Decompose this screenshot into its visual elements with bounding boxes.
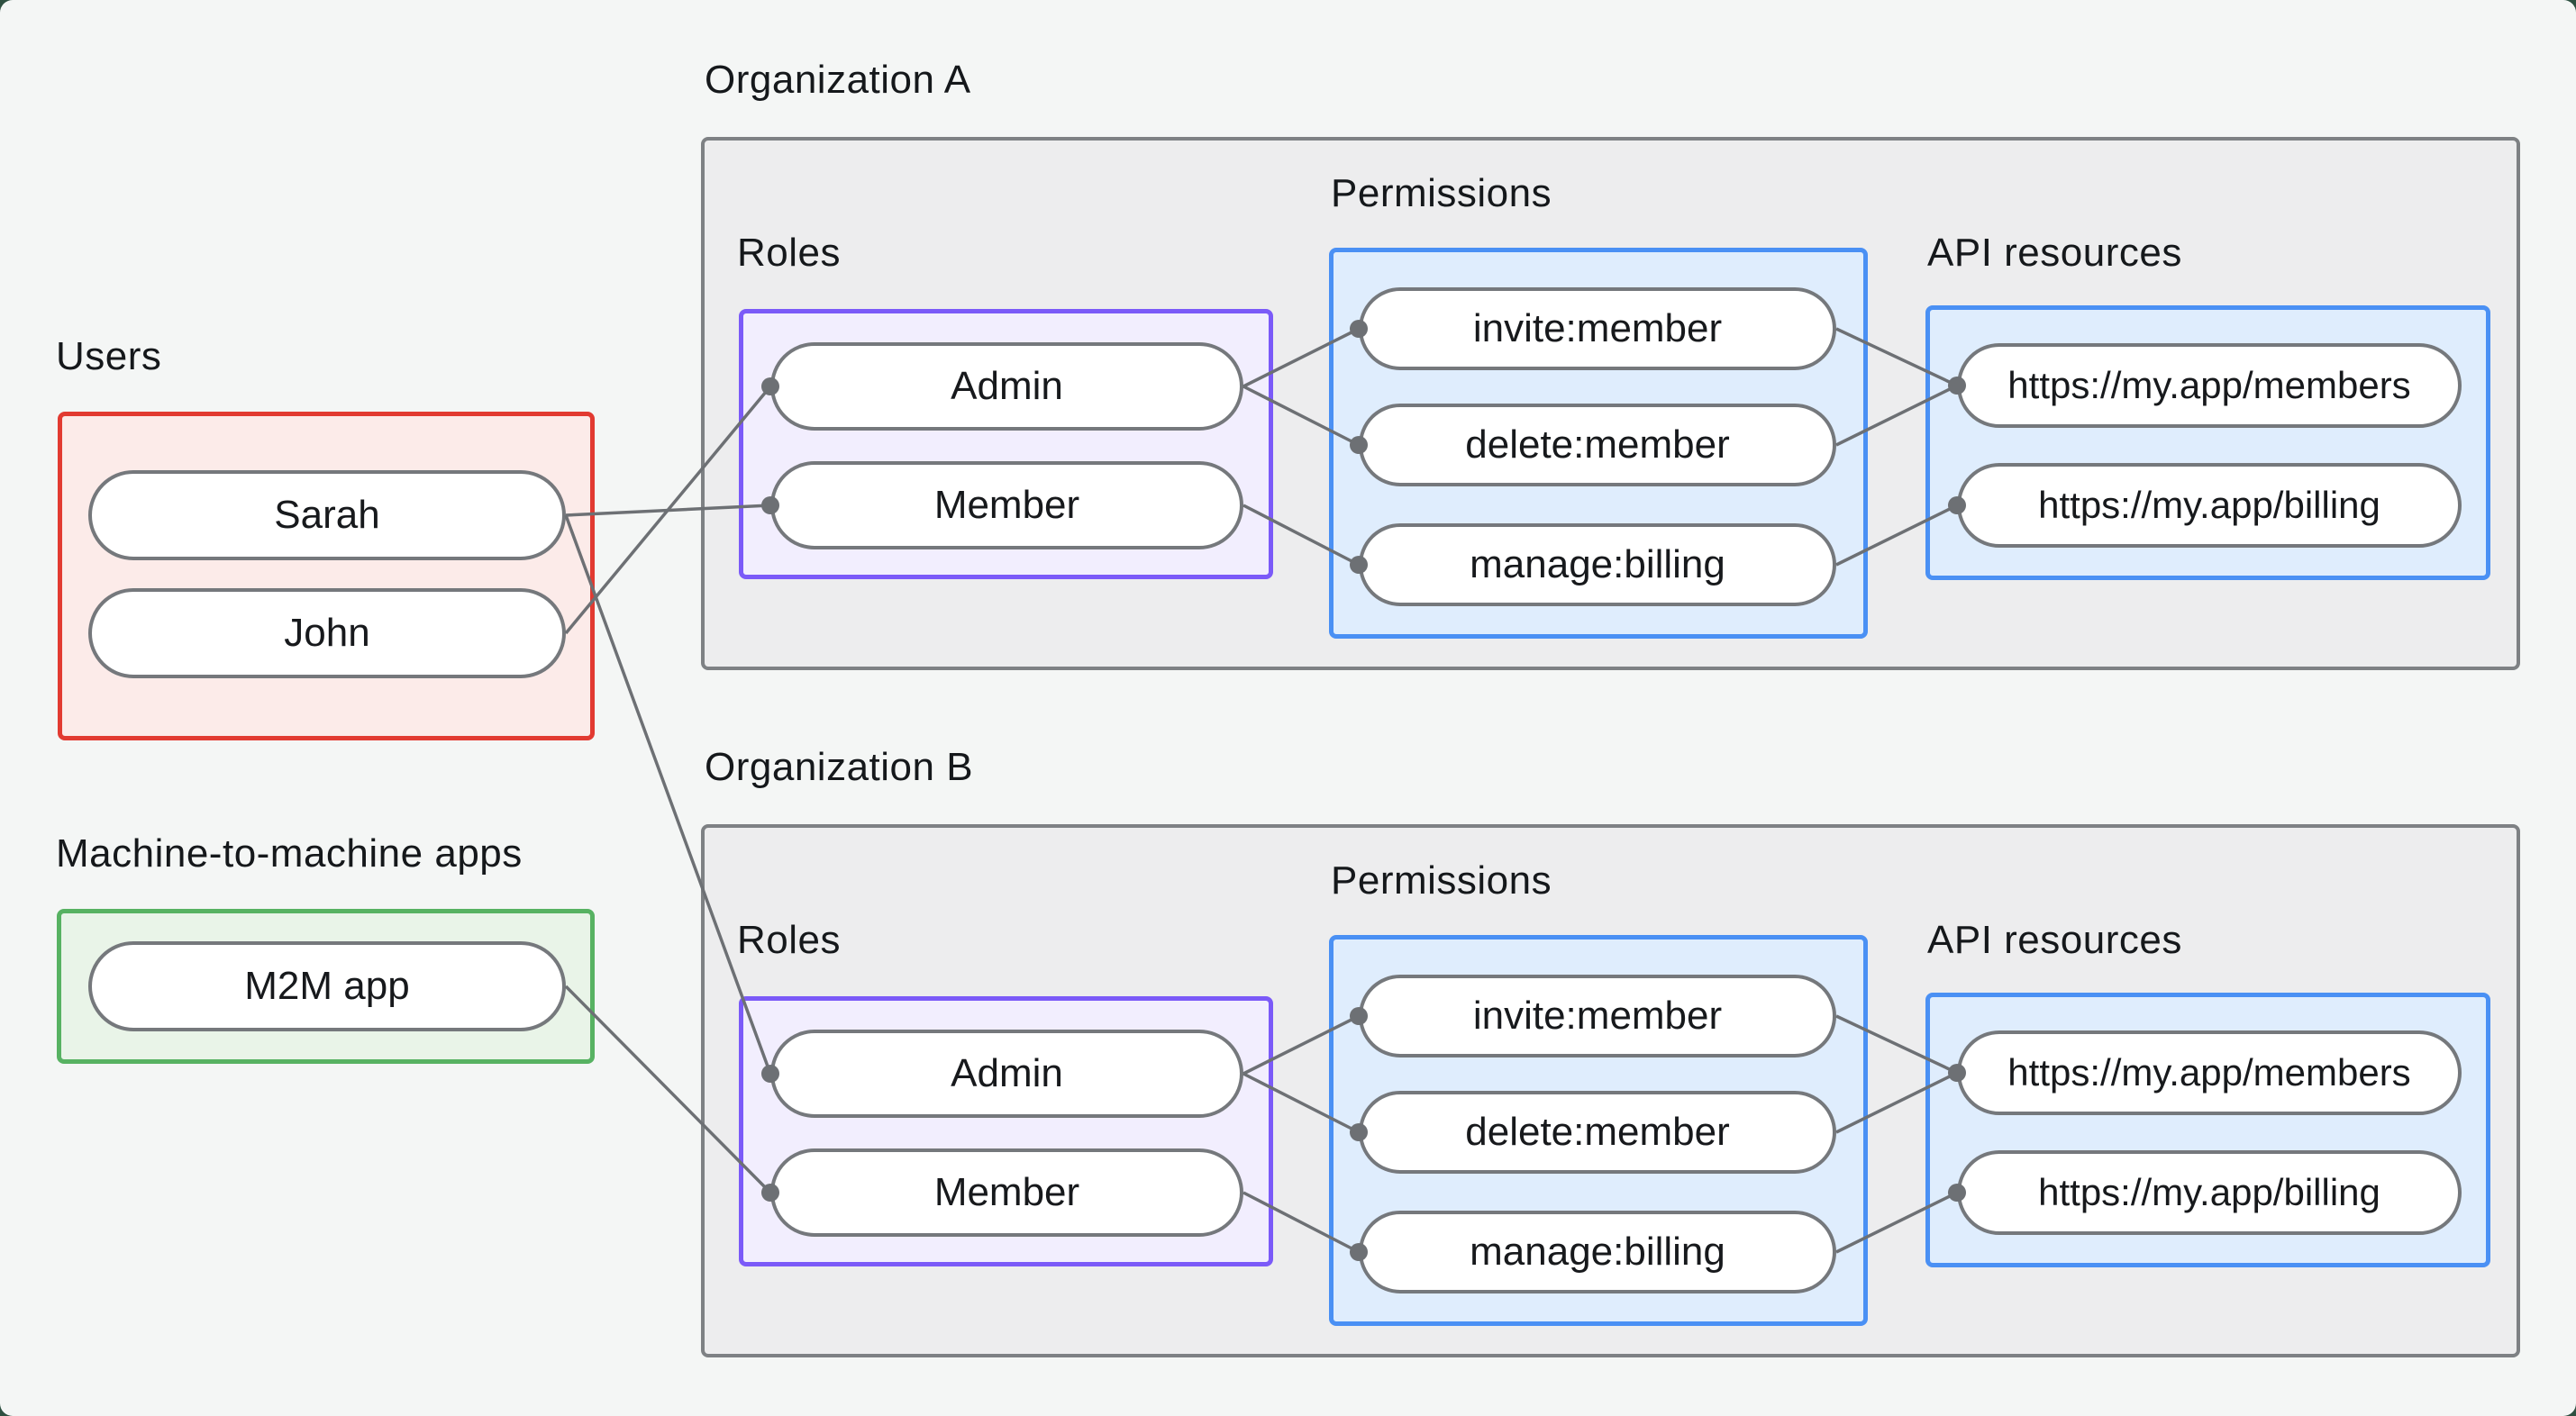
org-a-label: Organization A [705,58,971,102]
node-org-b-role-admin-label: Admin [951,1051,1063,1095]
users-group-label: Users [56,334,162,378]
org-b-permissions-label: Permissions [1331,858,1552,903]
node-org-a-api-members-label: https://my.app/members [2007,364,2411,406]
node-org-a-permission-delete-member-label: delete:member [1465,422,1730,467]
node-org-b-permission-manage-billing-label: manage:billing [1470,1230,1725,1274]
node-org-b-api-billing-label: https://my.app/billing [2038,1171,2380,1213]
node-org-a-role-member-label: Member [933,483,1080,527]
org-b-label: Organization B [705,745,974,789]
node-org-b-permission-delete-member: delete:member [1359,1091,1836,1174]
node-m2m-app-label: M2M app [244,964,410,1008]
node-org-b-api-members: https://my.app/members [1957,1030,2462,1115]
node-org-a-permission-invite-member-label: invite:member [1472,306,1723,350]
node-org-a-api-members: https://my.app/members [1957,343,2462,428]
node-org-a-role-admin: Admin [770,342,1243,431]
node-org-a-permission-invite-member: invite:member [1359,287,1836,370]
node-org-a-permission-manage-billing-label: manage:billing [1470,542,1725,586]
node-org-a-role-admin-label: Admin [951,364,1063,408]
node-org-a-api-billing-label: https://my.app/billing [2038,484,2380,526]
node-org-b-api-members-label: https://my.app/members [2007,1051,2411,1094]
node-org-b-permission-manage-billing: manage:billing [1359,1211,1836,1293]
node-user-john: John [88,588,566,678]
users-group-box [58,412,595,740]
org-a-roles-label: Roles [737,231,841,275]
node-user-sarah-label: Sarah [274,493,380,537]
node-org-b-role-member-label: Member [933,1170,1080,1214]
org-a-permissions-label: Permissions [1331,171,1552,215]
node-user-john-label: John [284,611,370,655]
node-org-b-permission-delete-member-label: delete:member [1465,1110,1730,1154]
m2m-group-label: Machine-to-machine apps [56,831,523,876]
org-a-api-resources-label: API resources [1927,231,2182,275]
node-m2m-app: M2M app [88,941,566,1031]
node-org-b-api-billing: https://my.app/billing [1957,1150,2462,1235]
node-org-b-role-admin: Admin [770,1030,1243,1118]
node-org-b-role-member: Member [770,1148,1243,1237]
org-b-api-resources-label: API resources [1927,918,2182,962]
node-org-a-permission-manage-billing: manage:billing [1359,523,1836,606]
node-org-b-permission-invite-member: invite:member [1359,975,1836,1057]
node-org-a-permission-delete-member: delete:member [1359,404,1836,486]
node-org-b-permission-invite-member-label: invite:member [1472,994,1723,1038]
node-org-a-api-billing: https://my.app/billing [1957,463,2462,548]
org-b-roles-label: Roles [737,918,841,962]
node-user-sarah: Sarah [88,470,566,560]
node-org-a-role-member: Member [770,461,1243,549]
